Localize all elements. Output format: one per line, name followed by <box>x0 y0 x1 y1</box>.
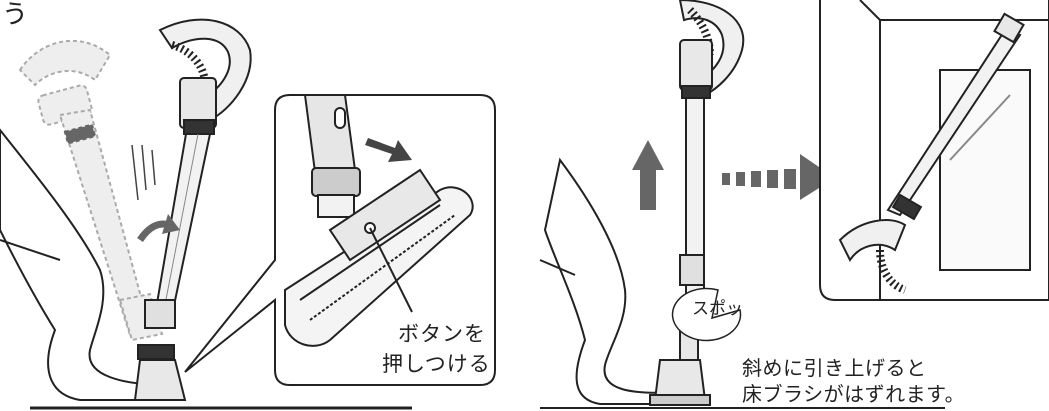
stick-vacuum-right <box>678 0 745 369</box>
callout-text-line-2: 押しつける <box>382 352 491 376</box>
floor-brush-detail <box>284 94 474 347</box>
ghost-vacuum <box>18 39 164 342</box>
person-legs-left <box>0 128 177 401</box>
callout-pointer <box>369 227 413 313</box>
person-legs-right <box>539 157 684 405</box>
floor-brush-right <box>649 359 711 406</box>
transition-arrow <box>722 154 835 200</box>
caption-line-2: 床ブラシがはずれます。 <box>742 382 966 406</box>
push-arrow <box>365 138 412 162</box>
up-arrow <box>632 140 664 210</box>
inset-scene <box>838 0 1049 300</box>
sound-effect-text: スポッ <box>692 299 743 319</box>
callout-text-line-1: ボタンを <box>398 322 486 346</box>
caption-line-1: 斜めに引き上げると <box>742 356 927 380</box>
motion-lines-left <box>131 144 156 201</box>
stick-vacuum-left <box>133 18 252 401</box>
lift-arrowhead-left <box>162 214 180 234</box>
sound-effect-bubble <box>671 287 742 342</box>
page-fragment-char: う <box>2 0 29 30</box>
